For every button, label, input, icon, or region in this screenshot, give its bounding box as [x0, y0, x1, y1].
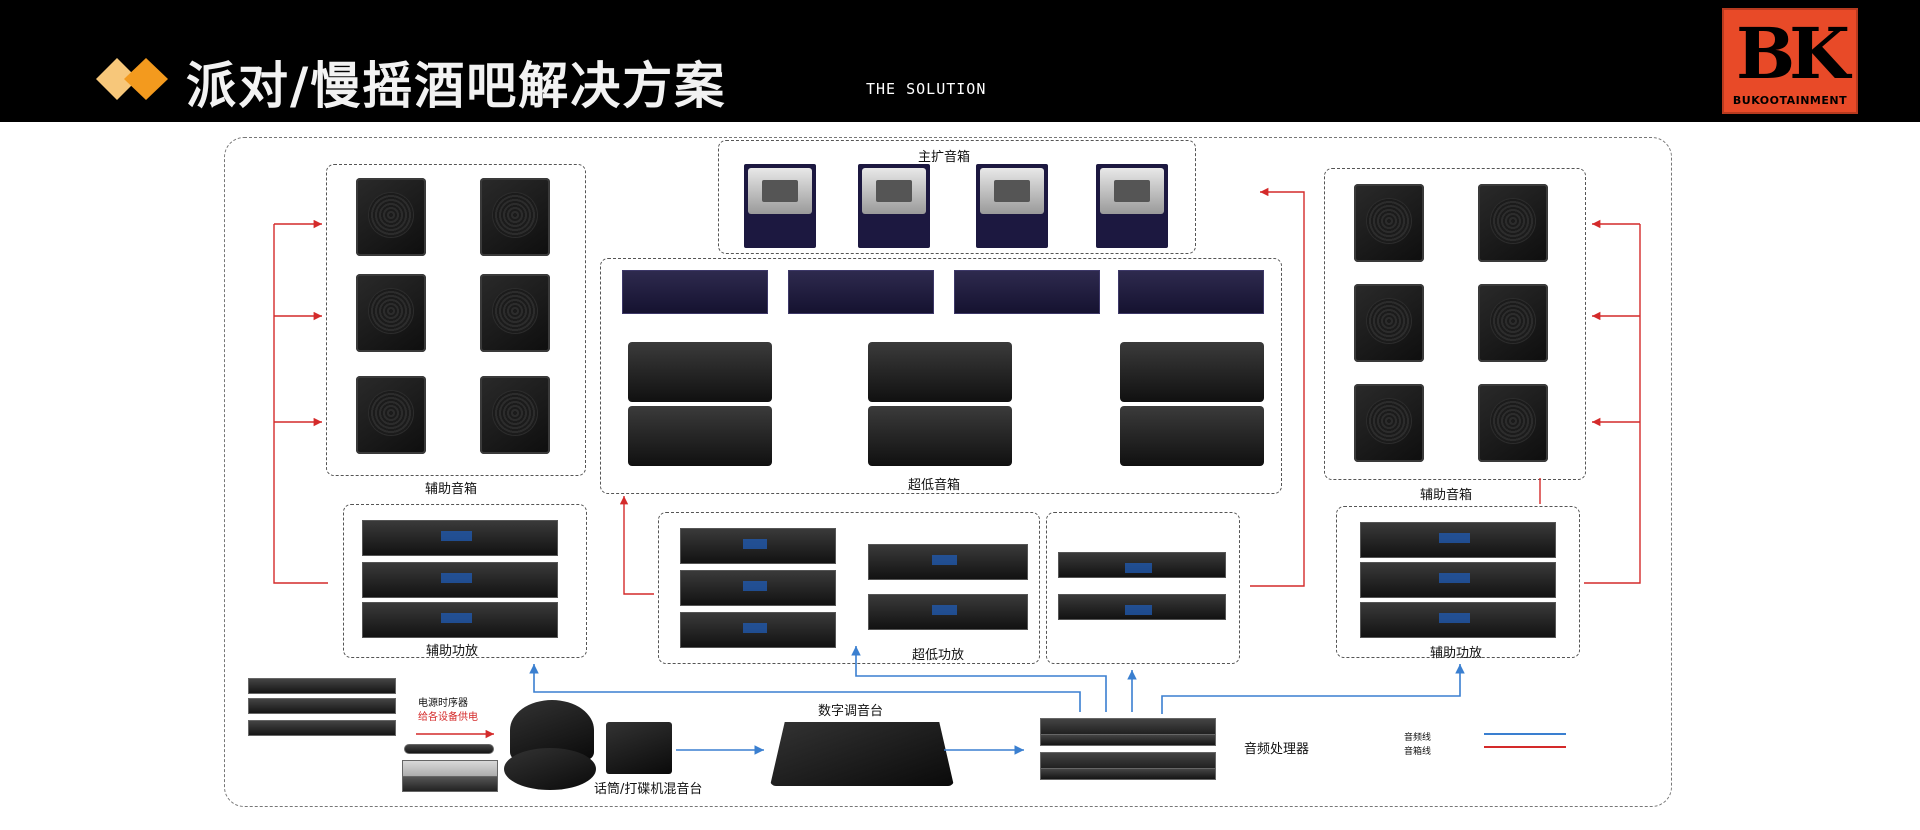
aux-amplifier [362, 602, 558, 638]
aux-speaker [356, 376, 426, 454]
aux-amplifier [362, 562, 558, 598]
dj-mixer [606, 722, 672, 774]
sub-amplifier [680, 570, 836, 606]
processor-label: 音频处理器 [1244, 742, 1310, 757]
line-array-speaker [788, 270, 934, 314]
aux-amplifier [362, 520, 558, 556]
legend-audio-label: 音频线 [1404, 733, 1432, 743]
aux-speaker [1478, 184, 1548, 262]
sub-amplifier [680, 612, 836, 648]
power-sequencer [248, 720, 396, 736]
sub-amplifier [680, 528, 836, 564]
sub-amplifier [868, 594, 1028, 630]
right-aux-speakers-label: 辅助音箱 [1420, 488, 1473, 503]
line-array-speaker [1118, 270, 1264, 314]
audio-processor [1040, 734, 1216, 746]
wireless-receiver [402, 776, 498, 792]
left-aux-speakers-label: 辅助音箱 [425, 482, 478, 497]
aux-speaker [480, 376, 550, 454]
left-aux-amp-group [343, 504, 587, 658]
main-speakers-group [718, 140, 1196, 254]
aux-amplifier [1360, 602, 1556, 638]
power-sequencer-note: 给各设备供电 [418, 712, 478, 723]
aux-speaker [1354, 384, 1424, 462]
diamond-icon [96, 58, 168, 100]
aux-speaker [356, 274, 426, 352]
header-bar: 派对/慢摇酒吧解决方案 THE SOLUTION BK BUKOOTAINMEN… [0, 0, 1920, 122]
subwoofer [1120, 406, 1264, 466]
brand-logo: BK BUKOOTAINMENT [1722, 8, 1858, 114]
sub-amp-group [658, 512, 1040, 664]
line-array-speaker [954, 270, 1100, 314]
main-speaker [858, 164, 930, 248]
processor-amp-group [1046, 512, 1240, 664]
sub-amplifier [868, 544, 1028, 580]
main-speakers-label: 主扩音箱 [918, 150, 971, 165]
legend-speaker-label: 音箱线 [1404, 747, 1432, 757]
diagram-frame [224, 137, 1672, 807]
aux-speaker [1354, 284, 1424, 362]
mic-dj-label: 话筒/打碟机混音台 [594, 782, 703, 797]
main-speaker [976, 164, 1048, 248]
amplifier [1058, 594, 1226, 620]
microphone [404, 744, 494, 754]
subwoofer-label: 超低音箱 [908, 478, 961, 493]
subwoofer-group [600, 258, 1282, 494]
power-sequencer [248, 678, 396, 694]
aux-speaker [1478, 384, 1548, 462]
subwoofer [868, 342, 1012, 402]
logo-mark: BK [1735, 12, 1850, 95]
audio-lines [529, 646, 1465, 755]
aux-speaker [1478, 284, 1548, 362]
main-speaker-lines [1250, 187, 1305, 587]
sub-speaker-lines [619, 496, 654, 595]
line-array-speaker [622, 270, 768, 314]
digital-mixer-label: 数字调音台 [818, 704, 884, 719]
aux-speaker [480, 274, 550, 352]
sub-amp-label: 超低功放 [912, 648, 965, 663]
aux-speaker [356, 178, 426, 256]
aux-speaker [1354, 184, 1424, 262]
aux-amplifier [1360, 522, 1556, 558]
right-aux-speakers-group [1324, 168, 1586, 480]
subwoofer [1120, 342, 1264, 402]
aux-amplifier [1360, 562, 1556, 598]
logo-text: BUKOOTAINMENT [1732, 94, 1848, 107]
amplifier [1058, 552, 1226, 578]
power-sequencer-label: 电源时序器 [418, 698, 468, 709]
subwoofer [868, 406, 1012, 466]
subwoofer [628, 406, 772, 466]
power-sequencer [248, 698, 396, 714]
left-speaker-lines [273, 219, 328, 584]
main-speaker [1096, 164, 1168, 248]
main-speaker [744, 164, 816, 248]
page-title: 派对/慢摇酒吧解决方案 [186, 57, 727, 115]
left-aux-amp-label: 辅助功放 [426, 644, 479, 659]
right-speaker-lines [1539, 219, 1641, 584]
right-aux-amp-label: 辅助功放 [1430, 646, 1483, 661]
digital-mixer [770, 722, 954, 786]
audio-processor [1040, 768, 1216, 780]
dj-turntable [504, 748, 596, 790]
page-subtitle: THE SOLUTION [866, 80, 987, 98]
aux-speaker [480, 178, 550, 256]
right-aux-amp-group [1336, 506, 1580, 658]
subwoofer [628, 342, 772, 402]
left-aux-speakers-group [326, 164, 586, 476]
